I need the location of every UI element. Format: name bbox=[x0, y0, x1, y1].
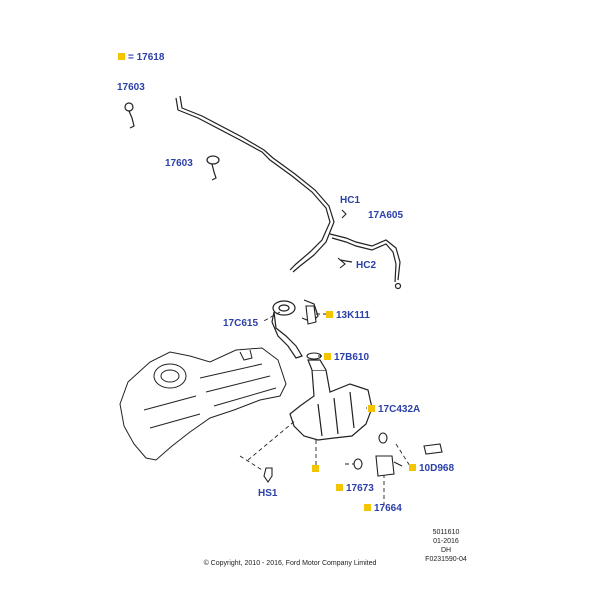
diagram-code: 5011610 bbox=[432, 529, 460, 536]
label-13k111: 13K111 bbox=[326, 310, 370, 321]
diagram-date: 01-2016 bbox=[433, 538, 459, 545]
washer-jet-lower bbox=[206, 155, 220, 181]
body-structure bbox=[119, 347, 287, 461]
label-10d968: 10D968 bbox=[409, 463, 454, 474]
figure-number: F0231590-04 bbox=[425, 556, 467, 563]
diagram-initials: DH bbox=[440, 547, 452, 554]
label-17a605: 17A605 bbox=[368, 210, 404, 221]
label-17618: = 17618 bbox=[118, 52, 164, 63]
washer-jet-upper bbox=[124, 102, 135, 129]
label-hs1: HS1 bbox=[258, 488, 278, 499]
bracket-13k111 bbox=[305, 305, 317, 325]
label-17c615: 17C615 bbox=[223, 318, 259, 329]
label-17664: 17664 bbox=[364, 503, 402, 514]
label-hc2: HC2 bbox=[356, 260, 377, 271]
copyright-notice: © Copyright, 2010 - 2016, Ford Motor Com… bbox=[203, 560, 377, 567]
washer-pump-17664 bbox=[375, 455, 403, 477]
hose-clip-hc2 bbox=[337, 257, 346, 269]
swatch-icon bbox=[368, 405, 375, 412]
swatch-icon bbox=[364, 504, 371, 511]
swatch-marker bbox=[312, 464, 322, 475]
swatch-icon bbox=[336, 484, 343, 491]
hose-clip-hc1 bbox=[341, 209, 347, 219]
connector-10d968 bbox=[423, 443, 443, 455]
grommet-17673 bbox=[353, 458, 363, 470]
screw-hs1 bbox=[263, 467, 273, 483]
washer-hose bbox=[175, 95, 402, 290]
swatch-icon bbox=[324, 353, 331, 360]
swatch-icon bbox=[312, 465, 319, 472]
washer-reservoir bbox=[289, 359, 373, 441]
label-17b610: 17B610 bbox=[324, 352, 369, 363]
swatch-icon bbox=[409, 464, 416, 471]
swatch-icon bbox=[118, 53, 125, 60]
swatch-icon bbox=[326, 311, 333, 318]
label-17603-upper: 17603 bbox=[117, 82, 145, 93]
label-17c432a: 17C432A bbox=[368, 404, 420, 415]
sensor-17c432a bbox=[378, 432, 388, 444]
label-17673: 17673 bbox=[336, 483, 374, 494]
label-17603-lower: 17603 bbox=[165, 158, 193, 169]
label-hc1: HC1 bbox=[340, 195, 361, 206]
